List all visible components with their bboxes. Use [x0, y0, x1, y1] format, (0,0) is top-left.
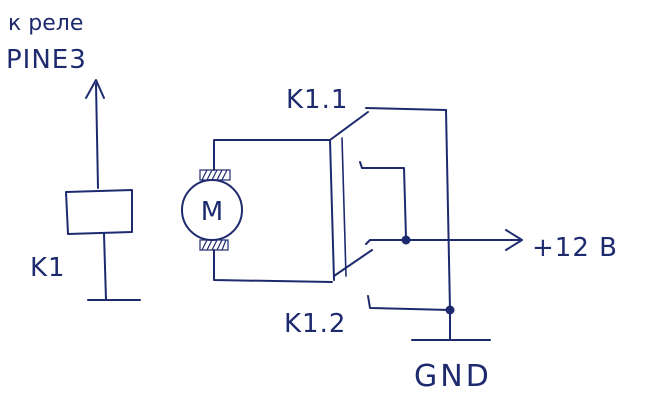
coil-label: K1	[30, 253, 66, 283]
contact-k1-1-nc	[365, 107, 447, 111]
motor-brush-bottom	[199, 239, 229, 251]
supply-wire	[365, 239, 521, 245]
relay-label-line2: PINE3	[6, 45, 87, 75]
motor-brush-top	[199, 169, 231, 181]
junction-supply	[401, 235, 411, 245]
contact-link-right	[341, 137, 347, 277]
ground-rail	[445, 109, 451, 341]
motor-wire-top	[213, 139, 331, 171]
contact-k1-1-no	[359, 161, 407, 239]
supply-label: +12 B	[532, 233, 618, 263]
contact-top-label: K1.1	[286, 85, 348, 115]
switch-arm-k1-2	[333, 249, 373, 277]
junction-ground	[445, 305, 455, 315]
ground-label: GND	[414, 359, 492, 394]
switch-arm-k1-1	[329, 111, 369, 141]
motor-label: M	[201, 197, 223, 227]
motor-wire-bottom	[213, 249, 333, 283]
contact-link-left	[329, 139, 335, 281]
coil-ground-wire	[103, 233, 107, 301]
relay-label-line1: к реле	[8, 11, 83, 36]
relay-coil	[65, 189, 133, 235]
contact-k1-2-nc	[367, 295, 451, 311]
signal-wire	[95, 83, 99, 189]
arrow-up-icon	[85, 79, 105, 99]
contact-bottom-label: K1.2	[284, 309, 346, 339]
supply-arrow-icon	[505, 229, 523, 251]
